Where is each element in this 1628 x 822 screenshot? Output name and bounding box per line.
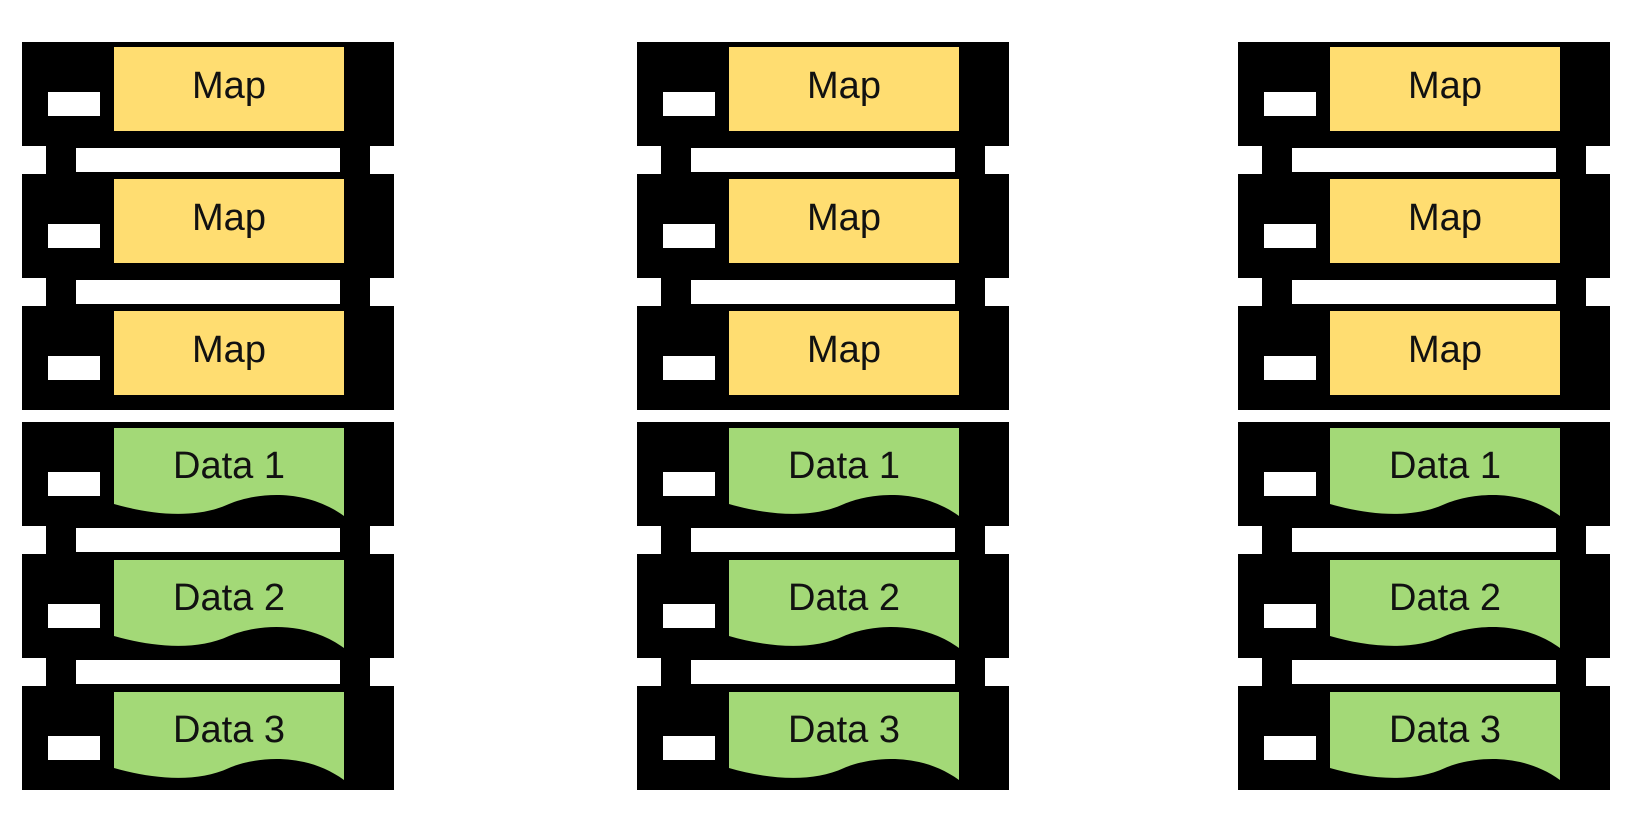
rack-connector-slot [1292,148,1556,172]
data-label: Data 1 [173,445,285,487]
rack-rail [342,526,370,554]
rack-rail [342,278,370,306]
rack-connector-slot [76,280,340,304]
rack-rail [1262,278,1290,306]
rack-connector-slot [1292,280,1556,304]
rack-connector-slot [691,148,955,172]
data-block [729,692,959,780]
map-block [1330,179,1560,263]
rack-rail [342,658,370,686]
data-block [1330,428,1560,516]
map-label: Map [1408,65,1482,107]
data-label: Data 3 [173,709,285,751]
drive-slot-icon [1264,472,1316,496]
drive-slot-icon [48,604,100,628]
map-block [114,179,344,263]
map-block [729,311,959,395]
rack-rail [661,526,689,554]
map-label: Map [192,197,266,239]
data-block [114,692,344,780]
drive-slot-icon [663,92,715,116]
drive-slot-icon [48,472,100,496]
map-block [1330,311,1560,395]
rack-rail [1558,526,1586,554]
data-label: Data 2 [1389,577,1501,619]
rack-rail [661,146,689,174]
drive-slot-icon [48,224,100,248]
rack-rail [1558,658,1586,686]
drive-slot-icon [1264,224,1316,248]
rack-rail [46,658,74,686]
data-label: Data 2 [173,577,285,619]
rack-rail [661,658,689,686]
rack-rail [46,526,74,554]
rack-connector-slot [76,148,340,172]
data-block [729,428,959,516]
drive-slot-icon [663,604,715,628]
rack-connector-slot [691,280,955,304]
data-label: Data 1 [788,445,900,487]
data-label: Data 1 [1389,445,1501,487]
data-block [729,560,959,648]
drive-slot-icon [48,736,100,760]
map-label: Map [1408,197,1482,239]
rack-rail [46,278,74,306]
drive-slot-icon [48,92,100,116]
map-block [114,311,344,395]
data-block [1330,692,1560,780]
rack-rail [957,526,985,554]
map-block [1330,47,1560,131]
map-label: Map [807,197,881,239]
data-label: Data 3 [788,709,900,751]
drive-slot-icon [1264,356,1316,380]
rack-connector-slot [76,528,340,552]
rack-rail [1262,526,1290,554]
rack-rail [1262,658,1290,686]
map-label: Map [807,65,881,107]
rack-rail [46,146,74,174]
rack-rail [957,658,985,686]
data-block [1330,560,1560,648]
data-block [114,560,344,648]
rack-connector-slot [1292,660,1556,684]
rack-connector-slot [76,660,340,684]
drive-slot-icon [48,356,100,380]
drive-slot-icon [663,472,715,496]
rack-rail [957,146,985,174]
drive-slot-icon [1264,92,1316,116]
rack-rail [1558,146,1586,174]
drive-slot-icon [663,356,715,380]
rack-connector-slot [1292,528,1556,552]
drive-slot-icon [1264,736,1316,760]
rack-rail [661,278,689,306]
rack-connector-slot [691,660,955,684]
rack-connector-slot [691,528,955,552]
rack-rail [342,146,370,174]
drive-slot-icon [663,736,715,760]
data-block [114,428,344,516]
data-label: Data 3 [1389,709,1501,751]
map-block [114,47,344,131]
map-label: Map [1408,329,1482,371]
data-label: Data 2 [788,577,900,619]
map-label: Map [192,65,266,107]
rack-rail [957,278,985,306]
map-label: Map [192,329,266,371]
drive-slot-icon [1264,604,1316,628]
map-label: Map [807,329,881,371]
drive-slot-icon [663,224,715,248]
rack-rail [1558,278,1586,306]
rack-rail [1262,146,1290,174]
map-block [729,47,959,131]
map-block [729,179,959,263]
